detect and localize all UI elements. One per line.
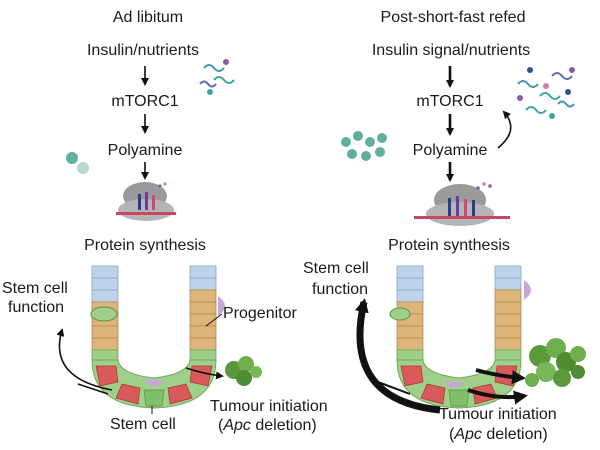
right-panel: Post-short-fast refed Insulin signal/nut… xyxy=(303,9,586,443)
left-tumour-arrow xyxy=(185,367,224,380)
left-stem-cell-marker xyxy=(90,306,118,322)
left-panel: Ad libitum Insulin/nutrients mTORC1 Poly… xyxy=(2,9,328,434)
right-inhibit-line xyxy=(377,381,411,395)
nutrient-squiggles-icon xyxy=(517,67,575,119)
right-feedback-arrow xyxy=(497,110,512,149)
right-tumour-label-1: Tumour initiation xyxy=(439,406,557,423)
right-metabolite-label: Polyamine xyxy=(413,142,488,159)
right-tumour-arrow-2 xyxy=(467,388,528,405)
left-inhibit-line xyxy=(77,383,109,395)
left-stem-function-1: Stem cell xyxy=(2,280,68,297)
right-tumour-label-2: (Apc deletion) xyxy=(449,426,548,443)
polyamine-dots-icon xyxy=(341,131,387,161)
left-kinase-label: mTORC1 xyxy=(111,93,178,110)
right-title: Post-short-fast refed xyxy=(381,9,526,26)
left-process-label: Protein synthesis xyxy=(84,237,206,254)
polyamine-dots-icon xyxy=(66,152,89,174)
left-stem-function-arrow xyxy=(56,328,113,391)
right-stem-cell-marker xyxy=(389,307,411,321)
nutrient-squiggles-icon xyxy=(199,59,235,95)
left-title: Ad libitum xyxy=(113,9,183,26)
right-stem-function-2: function xyxy=(312,281,368,298)
right-stromal-icon xyxy=(524,280,531,300)
left-tumour-label-2: (Apc deletion) xyxy=(218,417,317,434)
left-input-label: Insulin/nutrients xyxy=(87,42,199,59)
left-stem-function-2: function xyxy=(8,299,64,316)
right-niche-icon xyxy=(444,382,464,388)
right-input-label: Insulin signal/nutrients xyxy=(372,42,530,59)
ribosome-icon xyxy=(414,182,510,226)
right-stem-function-1: Stem cell xyxy=(303,260,369,277)
right-process-label: Protein synthesis xyxy=(388,237,510,254)
ribosome-icon xyxy=(116,182,176,221)
right-kinase-label: mTORC1 xyxy=(416,93,483,110)
left-tumour-cluster-icon xyxy=(225,356,262,386)
left-progenitor-pointer xyxy=(205,313,223,327)
left-progenitor-label: Progenitor xyxy=(223,305,297,322)
right-tumour-arrow-1 xyxy=(475,368,526,385)
right-tumour-cluster-icon xyxy=(525,338,586,387)
left-stromal-icon xyxy=(218,296,225,316)
left-stem-cell-label: Stem cell xyxy=(110,416,176,433)
right-crypt-icon xyxy=(396,265,522,409)
left-metabolite-label: Polyamine xyxy=(108,142,183,159)
left-niche-icon xyxy=(144,380,164,386)
left-tumour-label-1: Tumour initiation xyxy=(210,398,328,415)
right-stem-function-arrow xyxy=(354,298,441,414)
left-crypt-icon xyxy=(91,265,217,409)
